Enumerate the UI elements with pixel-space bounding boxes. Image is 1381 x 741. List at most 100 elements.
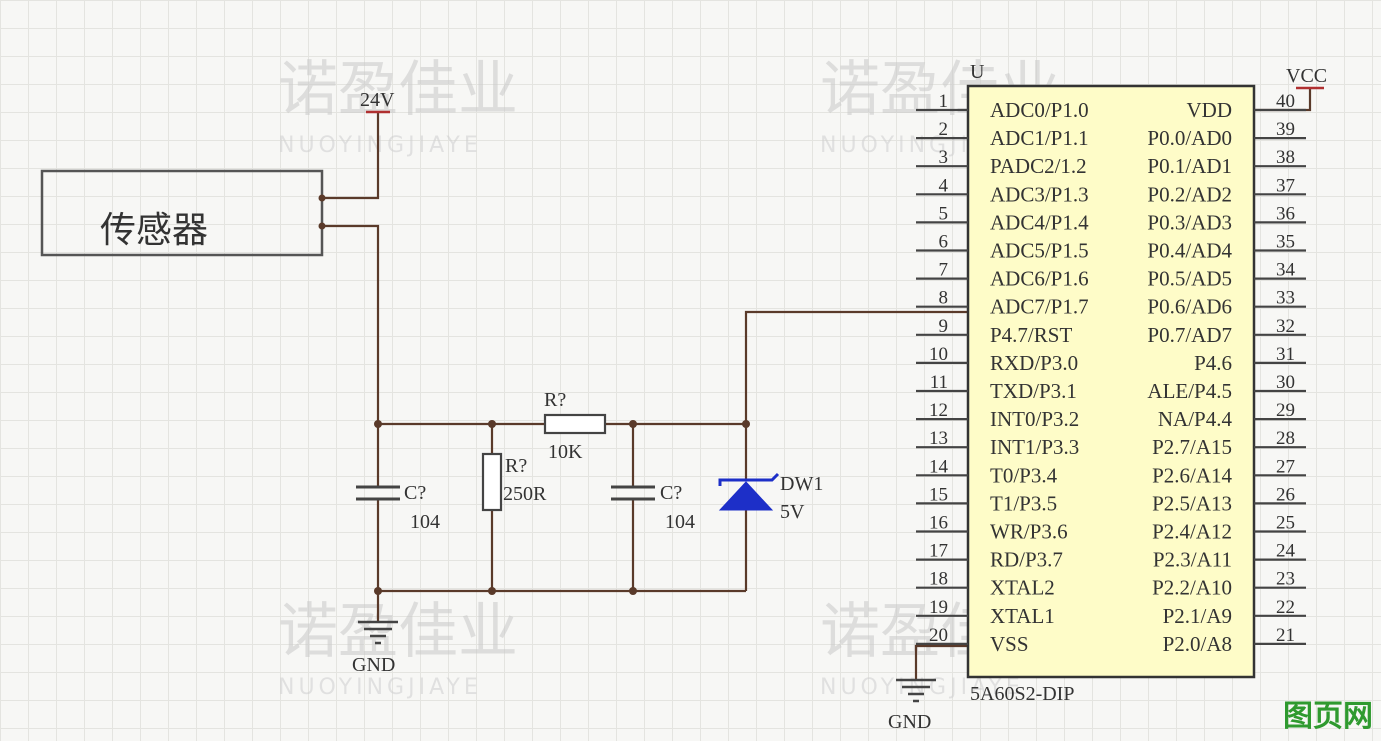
mcu-pin-right: 31 P4.6	[1194, 344, 1306, 375]
junction-dot	[742, 420, 750, 428]
pin-number: 34	[1276, 260, 1296, 281]
zener-value: 5V	[780, 501, 805, 523]
pin-label: P4.6	[1194, 351, 1232, 375]
pin-label: INT0/P3.2	[990, 407, 1079, 431]
ground-right: GND	[888, 678, 936, 733]
pin-number: 9	[939, 316, 949, 337]
mcu-right-pins: 40VDD39P0.0/AD038P0.1/AD137P0.2/AD236P0.…	[1147, 91, 1306, 656]
sensor-terminal	[318, 222, 326, 230]
pin-label: TXD/P3.1	[990, 379, 1077, 403]
pin-label: VSS	[990, 632, 1029, 656]
capacitor-c2: C? 104	[611, 482, 695, 533]
pin-label: ADC0/P1.0	[990, 98, 1089, 122]
pin-label: P2.5/A13	[1152, 491, 1232, 515]
mcu-pin-right: 36 P0.3/AD3	[1147, 203, 1306, 234]
pin-number: 35	[1276, 232, 1295, 253]
pin-label: P2.4/A12	[1152, 520, 1232, 544]
junction-dot	[374, 587, 382, 595]
wire-vss-ground	[914, 644, 968, 680]
junctions	[318, 194, 750, 595]
mcu-part: 5A60S2-DIP	[970, 683, 1074, 705]
pin-label: P2.1/A9	[1163, 604, 1232, 628]
pin-number: 11	[930, 372, 948, 393]
pin-number: 2	[939, 119, 949, 140]
pin-label: T0/P3.4	[990, 463, 1058, 487]
sensor-label: 传感器	[100, 210, 208, 251]
c2-ref: C?	[660, 482, 682, 504]
pin-number: 33	[1276, 288, 1295, 309]
mcu-pin-right: 29 NA/P4.4	[1158, 400, 1306, 431]
pin-label: P0.3/AD3	[1147, 210, 1232, 234]
pin-number: 16	[929, 513, 948, 534]
pin-label: P2.6/A14	[1152, 463, 1232, 487]
mcu-pin-left: 4 ADC3/P1.3	[916, 175, 1089, 206]
junction-dot	[629, 420, 637, 428]
wire-sensor-out	[322, 224, 380, 591]
pin-number: 37	[1276, 175, 1295, 196]
pin-label: P0.5/AD5	[1147, 267, 1232, 291]
mcu-ref: U	[970, 61, 985, 83]
pin-label: P2.3/A11	[1153, 548, 1232, 572]
mcu-pin-left: 11 TXD/P3.1	[916, 372, 1077, 403]
pin-label: ADC4/P1.4	[990, 210, 1089, 234]
zener-ref: DW1	[780, 473, 823, 495]
sensor-box	[40, 169, 324, 257]
power-24v: 24V	[360, 89, 395, 114]
pin-number: 31	[1276, 344, 1295, 365]
mcu-pin-right: 22 P2.1/A9	[1163, 597, 1306, 628]
mcu-pin-left: 8 ADC7/P1.7	[916, 288, 1089, 319]
corner-logo: 图页网	[1283, 699, 1373, 734]
watermark-sub: NUOYINGJIAYE	[278, 675, 482, 700]
pin-label: P0.7/AD7	[1147, 323, 1232, 347]
wire-24v	[322, 112, 380, 200]
pin-number: 21	[1276, 625, 1295, 646]
pin-number: 19	[929, 597, 948, 618]
wire-to-adc7	[744, 310, 968, 424]
pin-number: 7	[939, 260, 949, 281]
pin-number: 8	[939, 288, 949, 309]
pin-number: 4	[939, 175, 949, 196]
pin-label: ADC5/P1.5	[990, 239, 1089, 263]
pin-number: 22	[1276, 597, 1295, 618]
watermark-text: 诺盈佳业	[278, 597, 518, 667]
pin-label: P0.1/AD1	[1147, 154, 1232, 178]
pin-number: 29	[1276, 400, 1295, 421]
r10k-value: 10K	[548, 441, 583, 463]
pin-label: INT1/P3.3	[990, 435, 1079, 459]
mcu-pin-right: 26 P2.5/A13	[1152, 484, 1306, 515]
zener-dw1: DW1 5V	[718, 472, 823, 523]
pin-label: P0.0/AD0	[1147, 126, 1232, 150]
pin-label: P2.7/A15	[1152, 435, 1232, 459]
pin-number: 32	[1276, 316, 1295, 337]
power-vcc-label: VCC	[1286, 65, 1327, 87]
junction-dot	[488, 587, 496, 595]
pin-label: VDD	[1187, 98, 1233, 122]
pin-label: NA/P4.4	[1158, 407, 1233, 431]
pin-label: ADC3/P1.3	[990, 182, 1089, 206]
pin-number: 26	[1276, 484, 1295, 505]
pin-number: 30	[1276, 372, 1295, 393]
mcu-body	[966, 84, 1256, 679]
r250-ref: R?	[505, 455, 527, 477]
pin-number: 24	[1276, 541, 1296, 562]
junction-dot	[374, 420, 382, 428]
pin-number: 36	[1276, 203, 1295, 224]
pin-number: 17	[929, 541, 948, 562]
pin-label: T1/P3.5	[990, 491, 1057, 515]
pin-number: 23	[1276, 569, 1295, 590]
pin-label: ADC7/P1.7	[990, 295, 1089, 319]
